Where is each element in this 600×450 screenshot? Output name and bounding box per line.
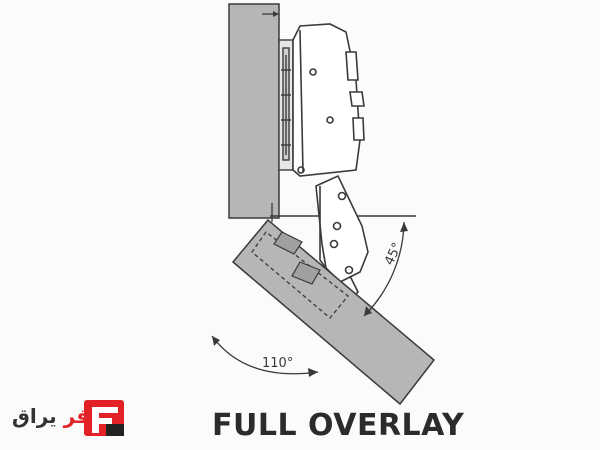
diagram-title: FULL OVERLAY: [212, 408, 465, 443]
door-panel: [231, 218, 436, 406]
brand-name: فر يراق: [12, 404, 89, 428]
hinge-linkage: [315, 174, 369, 299]
cabinet-side-panel: [228, 3, 280, 219]
mounting-plate: [278, 39, 294, 171]
hinge-arm: [292, 23, 365, 177]
brand-name-dark: يراق: [12, 404, 57, 428]
brand-mark-icon: [84, 400, 124, 436]
brand-logo: فر يراق: [12, 398, 132, 438]
arc-45-indicator: [363, 221, 405, 317]
arc-110-indicator: [211, 335, 319, 375]
angle-label-110: 110°: [262, 356, 293, 371]
